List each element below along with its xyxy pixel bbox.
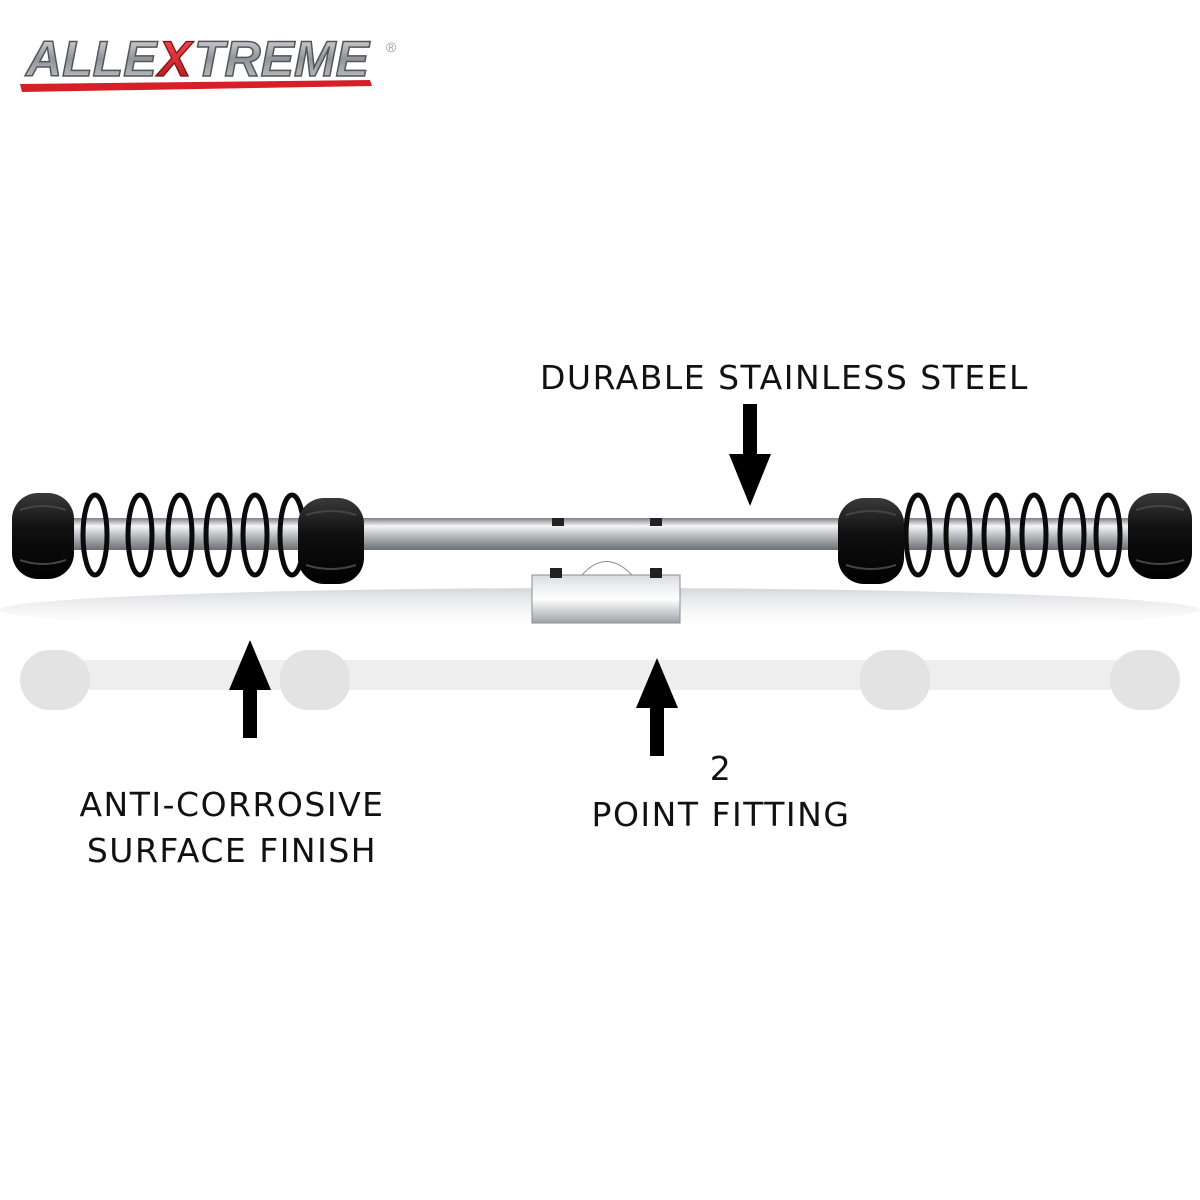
svg-text:TREME: TREME bbox=[194, 31, 371, 87]
svg-text:®: ® bbox=[386, 39, 397, 55]
callout-stainless-steel-text: DURABLE STAINLESS STEEL bbox=[540, 358, 1029, 397]
arrow-up-icon bbox=[636, 658, 678, 756]
callout-point-fitting-line1: 2 bbox=[709, 749, 733, 788]
arrow-down-icon bbox=[729, 404, 771, 506]
callout-point-fitting-line2: POINT FITTING bbox=[591, 795, 851, 834]
callout-anti-corrosive: ANTI-CORROSIVE SURFACE FINISH bbox=[72, 782, 392, 874]
svg-text:ALLE: ALLE bbox=[24, 31, 158, 87]
callout-anti-corrosive-line1: ANTI-CORROSIVE bbox=[79, 785, 385, 824]
callout-point-fitting: 2 POINT FITTING bbox=[580, 746, 862, 838]
product-illustration bbox=[0, 492, 1200, 710]
arrow-up-icon bbox=[229, 640, 271, 738]
callout-anti-corrosive-line2: SURFACE FINISH bbox=[86, 831, 378, 870]
callout-stainless-steel: DURABLE STAINLESS STEEL bbox=[540, 355, 1029, 401]
brand-logo: ALLE X TREME ® bbox=[20, 30, 397, 92]
svg-text:X: X bbox=[155, 31, 194, 87]
